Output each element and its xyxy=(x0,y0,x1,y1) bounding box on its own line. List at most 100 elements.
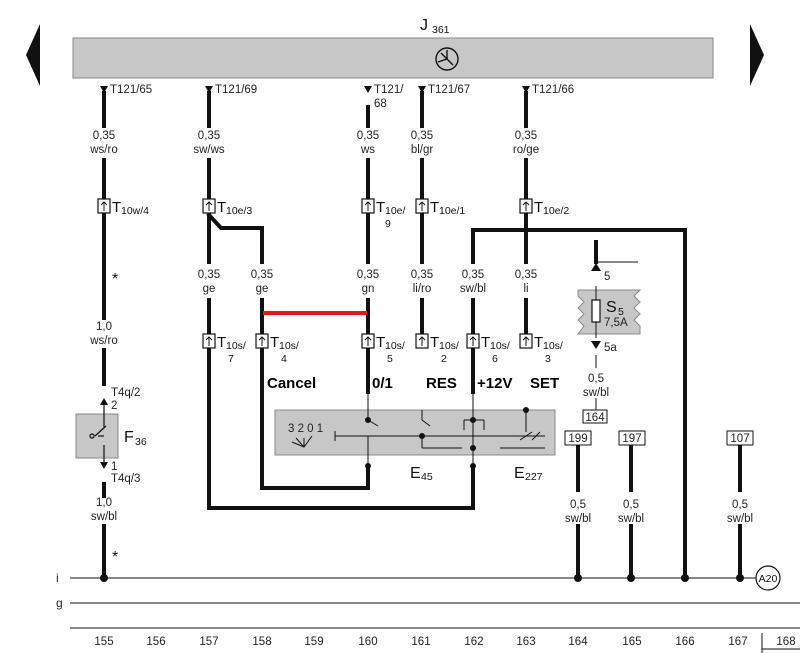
wire-size-160a: 0,35 xyxy=(357,130,379,142)
func-onoff: 0/1 xyxy=(372,375,393,392)
wire-size-158b: 0,35 xyxy=(251,269,273,281)
ref-a20[interactable]: A20 xyxy=(759,573,778,585)
conn-163-main: T xyxy=(534,199,543,216)
wire-color-167: sw/bl xyxy=(727,513,753,525)
switch-e45-sub: 45 xyxy=(421,471,433,483)
f36-pin-bot-num: 1 xyxy=(111,461,117,473)
track-number: 160 xyxy=(358,636,377,648)
wire-color-160a: ws xyxy=(360,144,375,156)
conn-161-main: T xyxy=(430,199,439,216)
conn-d163-sub2: 3 xyxy=(545,353,551,365)
pin-label-t121-68b: 68 xyxy=(374,98,387,110)
pin-label-t121-69: T121/69 xyxy=(215,84,257,96)
rail-g-label: g xyxy=(56,596,63,610)
pin-label-t121-67: T121/67 xyxy=(428,84,470,96)
track-number-last[interactable]: 168 xyxy=(776,636,795,648)
conn-d160-sub2: 5 xyxy=(387,353,393,365)
asterisk-lower: * xyxy=(112,549,118,566)
conn-d158-sub2: 4 xyxy=(281,353,287,365)
ref-164[interactable]: 164 xyxy=(585,412,605,424)
wire-size-161a: 0,35 xyxy=(411,130,433,142)
track-number: 155 xyxy=(94,636,113,648)
conn-163-sub: 10e/2 xyxy=(543,205,569,217)
reference-boxes xyxy=(564,409,754,446)
conn-d160-sub: 10s/ xyxy=(385,340,405,352)
conn-160-sub: 10e/ xyxy=(385,205,406,217)
fuse-pin-bottom: 5a xyxy=(604,342,617,354)
wire-size-157b: 0,35 xyxy=(198,269,220,281)
wire-color-165: sw/bl xyxy=(618,513,644,525)
rail-junctions xyxy=(100,574,744,582)
switch-e227-sub: 227 xyxy=(525,471,543,483)
wire-size-164a: 0,5 xyxy=(588,373,604,385)
conn-d162-sub2: 6 xyxy=(492,353,498,365)
ref-197[interactable]: 197 xyxy=(622,433,641,445)
f36-pin-top: T4q/2 xyxy=(111,387,140,399)
pin-arrows xyxy=(100,86,530,93)
conn-d158-main: T xyxy=(270,334,279,351)
conn-d157-sub2: 7 xyxy=(228,353,234,365)
wire-color-155c: sw/bl xyxy=(91,511,117,523)
switch-e45-main: E xyxy=(410,465,421,482)
switch-internals xyxy=(291,392,545,466)
track-number: 162 xyxy=(464,636,483,648)
conn-d157-sub: 10s/ xyxy=(226,340,246,352)
func-plus12: +12V xyxy=(477,375,512,392)
switch-e227-main: E xyxy=(514,465,525,482)
fuse-pin-top: 5 xyxy=(604,271,610,283)
f36-switch-icon xyxy=(89,405,107,462)
pin-label-t121-65: T121/65 xyxy=(110,84,152,96)
func-res: RES xyxy=(426,375,457,392)
conn-d162-sub: 10s/ xyxy=(490,340,510,352)
wire-size-155c: 1,0 xyxy=(96,497,112,509)
wire-color-160b: gn xyxy=(362,283,375,295)
pin-label-t121-68a: T121/ xyxy=(374,84,404,96)
track-number: 157 xyxy=(199,636,218,648)
wire-color-155a: ws/ro xyxy=(89,144,117,156)
wire-size-162b: 0,35 xyxy=(462,269,484,281)
control-unit-housing xyxy=(72,37,714,79)
wire-color-162b: sw/bl xyxy=(460,283,486,295)
f36-top-arrow-icon xyxy=(100,398,108,405)
next-page-arrow-icon[interactable] xyxy=(750,24,764,86)
track-number: 164 xyxy=(568,636,588,648)
control-unit-label-sub: 361 xyxy=(432,24,450,36)
clock-icon xyxy=(435,47,459,71)
wire-size-161b: 0,35 xyxy=(411,269,433,281)
func-set: SET xyxy=(530,375,559,392)
wire-color-157b: ge xyxy=(203,283,216,295)
pin-label-t121-66: T121/66 xyxy=(532,84,574,96)
wire-size-155a: 0,35 xyxy=(93,130,115,142)
ref-a20-circle[interactable] xyxy=(755,565,781,591)
conn-160-main: T xyxy=(376,199,385,216)
conn-d157-main: T xyxy=(217,334,226,351)
conn-155-sub: 10w/4 xyxy=(121,205,149,217)
f36-pin-top-num: 2 xyxy=(111,400,117,412)
fuse-name-sub: 5 xyxy=(618,306,624,318)
conn-155-main: T xyxy=(112,199,121,216)
switch-junctions xyxy=(365,407,529,469)
fuse-top-arrow-icon xyxy=(591,263,601,271)
wire-size-163b: 0,35 xyxy=(515,269,537,281)
wire-size-160b: 0,35 xyxy=(357,269,379,281)
connector-arrows xyxy=(100,201,530,346)
conn-157-sub: 10e/3 xyxy=(226,205,252,217)
track-number: 159 xyxy=(304,636,323,648)
track-number: 161 xyxy=(411,636,430,648)
prev-page-arrow-icon[interactable] xyxy=(26,24,40,86)
wire-size-155b: 1,0 xyxy=(96,321,112,333)
conn-d160-main: T xyxy=(376,334,385,351)
fuse-element-icon xyxy=(591,299,601,323)
wire-size-165: 0,5 xyxy=(623,499,639,511)
track-number: 158 xyxy=(252,636,271,648)
track-number: 167 xyxy=(728,636,747,648)
f36-pin-bot: T4q/3 xyxy=(111,473,140,485)
ref-107[interactable]: 107 xyxy=(730,433,749,445)
func-cancel: Cancel xyxy=(267,375,316,392)
f36-name-sub: 36 xyxy=(135,436,147,448)
wire-size-157a: 0,35 xyxy=(198,130,220,142)
wire-color-155b: ws/ro xyxy=(89,335,117,347)
track-number: 163 xyxy=(516,636,535,648)
ref-199[interactable]: 199 xyxy=(568,433,587,445)
